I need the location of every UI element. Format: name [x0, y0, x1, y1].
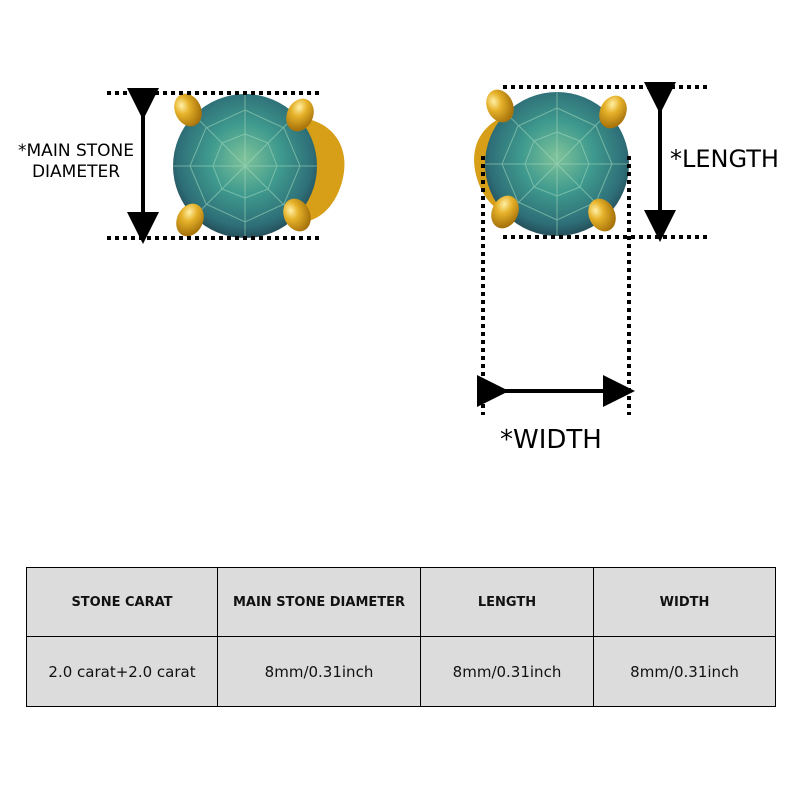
header-stone-carat: STONE CARAT: [26, 567, 218, 637]
right-stone-facets: [485, 92, 629, 236]
header-main-stone-diameter: MAIN STONE DIAMETER: [217, 567, 421, 637]
prong-icon: [283, 198, 311, 232]
cell-length: 8mm/0.31inch: [420, 636, 594, 707]
prong-icon: [174, 93, 202, 127]
prong-icon: [176, 203, 204, 237]
right-earring: [474, 89, 629, 236]
prong-icon: [286, 98, 314, 132]
prong-icon: [599, 95, 627, 129]
cell-width: 8mm/0.31inch: [593, 636, 776, 707]
cell-stone-carat: 2.0 carat+2.0 carat: [26, 636, 218, 707]
table-header-row: STONE CARAT MAIN STONE DIAMETER LENGTH W…: [26, 567, 776, 637]
header-length: LENGTH: [420, 567, 594, 637]
prong-icon: [491, 195, 519, 229]
table-row: 2.0 carat+2.0 carat 8mm/0.31inch 8mm/0.3…: [26, 636, 776, 707]
cell-main-stone-diameter: 8mm/0.31inch: [217, 636, 421, 707]
earring-diagram: [107, 82, 708, 415]
length-label: *LENGTH: [670, 145, 779, 173]
left-prongs: [174, 93, 314, 237]
left-stone-facets: [173, 94, 317, 238]
length-dimension: [503, 82, 708, 242]
width-label: *WIDTH: [500, 425, 602, 455]
width-dimension: [477, 156, 635, 415]
right-prongs: [486, 89, 627, 232]
left-earring: [173, 93, 345, 238]
prong-icon: [588, 198, 616, 232]
prong-icon: [486, 89, 514, 123]
diameter-dimension: [107, 88, 322, 244]
main-stone-diameter-label: *MAIN STONE DIAMETER: [18, 141, 134, 183]
spec-table: STONE CARAT MAIN STONE DIAMETER LENGTH W…: [26, 567, 776, 707]
header-width: WIDTH: [593, 567, 776, 637]
